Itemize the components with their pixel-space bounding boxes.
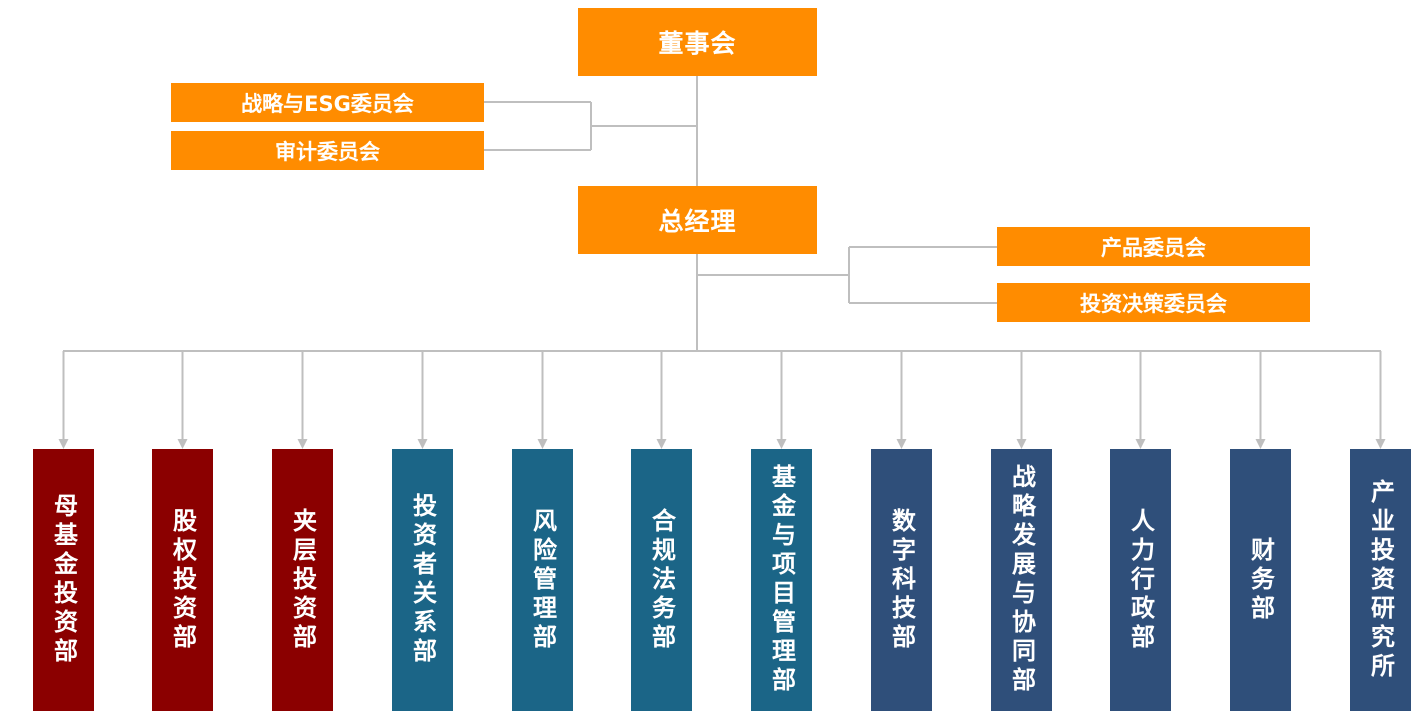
department-box: 基金与项目管理部 [751, 449, 812, 711]
department-label: 数字科技部 [887, 507, 916, 653]
department-label: 合规法务部 [647, 507, 676, 653]
audit-committee-label: 审计委员会 [275, 139, 380, 164]
department-label: 风险管理部 [528, 507, 557, 653]
audit-committee-node: 审计委员会 [171, 131, 484, 170]
department-label: 人力行政部 [1126, 507, 1155, 653]
department-box: 母基金投资部 [33, 449, 94, 711]
department-box: 战略发展与协同部 [991, 449, 1052, 711]
department-label: 战略发展与协同部 [1007, 464, 1036, 696]
department-box: 人力行政部 [1110, 449, 1171, 711]
department-label: 股权投资部 [168, 507, 197, 653]
department-label: 夹层投资部 [288, 507, 317, 653]
investment-decision-committee-label: 投资决策委员会 [1080, 291, 1227, 316]
department-box: 数字科技部 [871, 449, 932, 711]
department-label: 基金与项目管理部 [767, 464, 796, 696]
department-label: 投资者关系部 [408, 493, 437, 667]
department-label: 母基金投资部 [49, 493, 78, 667]
department-box: 产业投资研究所 [1350, 449, 1411, 711]
product-committee-label: 产品委员会 [1101, 235, 1206, 260]
strategy-esg-committee-node: 战略与ESG委员会 [171, 83, 484, 122]
general-manager-label: 总经理 [658, 207, 737, 236]
general-manager-node: 总经理 [578, 186, 817, 254]
board-label: 董事会 [658, 29, 737, 58]
product-committee-node: 产品委员会 [997, 227, 1310, 266]
department-box: 夹层投资部 [272, 449, 333, 711]
strategy-esg-committee-label: 战略与ESG委员会 [241, 91, 414, 116]
department-box: 合规法务部 [631, 449, 692, 711]
board-node: 董事会 [578, 8, 817, 76]
department-box: 风险管理部 [512, 449, 573, 711]
department-label: 产业投资研究所 [1366, 478, 1395, 682]
department-box: 投资者关系部 [392, 449, 453, 711]
department-box: 股权投资部 [152, 449, 213, 711]
investment-decision-committee-node: 投资决策委员会 [997, 283, 1310, 322]
department-box: 财务部 [1230, 449, 1291, 711]
department-label: 财务部 [1246, 536, 1275, 624]
